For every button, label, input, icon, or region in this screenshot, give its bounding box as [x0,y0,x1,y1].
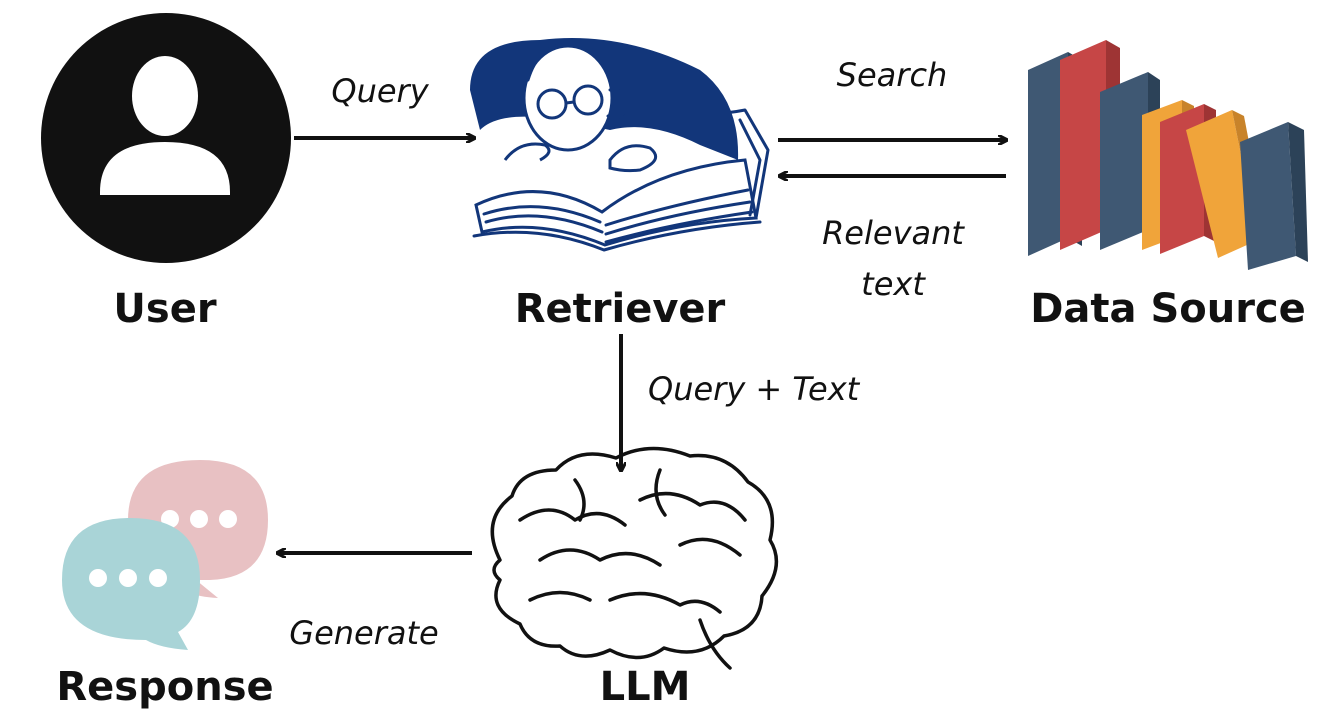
edge-generate-label: Generate [289,614,438,652]
chat-bubbles-icon [62,460,268,650]
edge-query-text-label: Query + Text [648,370,861,408]
user-avatar-icon [41,13,291,263]
user-label: User [113,286,216,332]
retriever-label: Retriever [515,286,726,332]
edge-query-label: Query [331,72,429,110]
brain-icon [490,446,779,670]
reading-man-icon [470,38,770,252]
llm-label: LLM [600,664,691,710]
edge-relevant-text-label-line2: text [861,265,926,303]
edge-search-label: Search [837,56,948,94]
data-source-label: Data Source [1030,286,1306,332]
edge-relevant-text-label-line1: Relevant [822,214,965,252]
books-icon [1028,40,1308,270]
response-label: Response [56,664,273,710]
